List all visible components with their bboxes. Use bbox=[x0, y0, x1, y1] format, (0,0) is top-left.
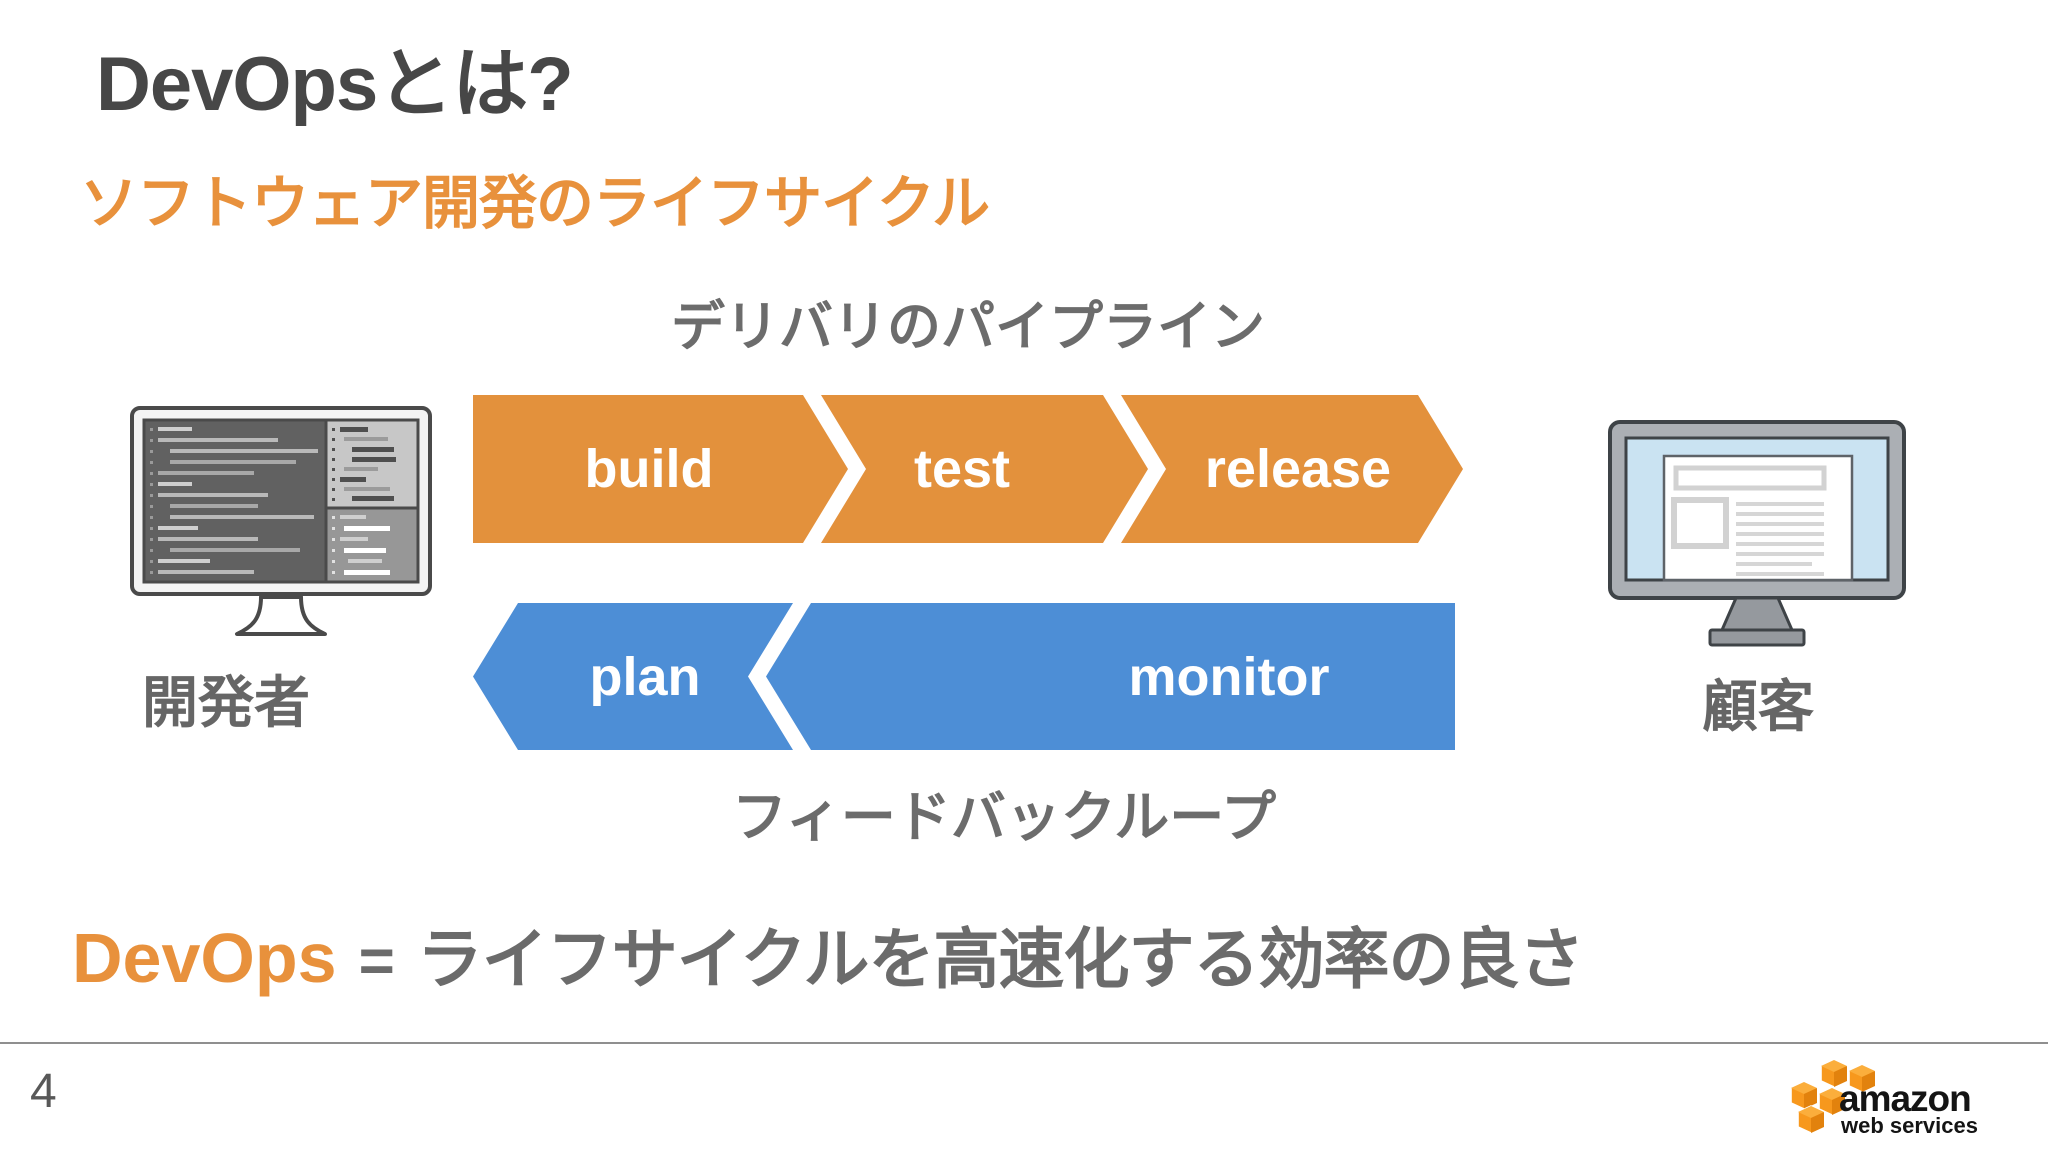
aws-boxes-icon bbox=[1790, 1059, 1876, 1134]
pipeline-step-test: test bbox=[913, 439, 1011, 499]
developer-label: 開発者 bbox=[142, 671, 310, 734]
devops-term: DevOps bbox=[72, 919, 337, 997]
equals-sign: = bbox=[358, 927, 395, 996]
delivery-pipeline-caption: デリバリのパイプライン bbox=[671, 297, 1265, 357]
pipeline-step-build: build bbox=[584, 439, 714, 499]
pipeline-step-release: release bbox=[1204, 439, 1392, 499]
section-heading: ソフトウェア開発のライフサイクル bbox=[80, 171, 990, 236]
definition-statement: DevOps = ライフサイクルを高速化する効率の良さ bbox=[72, 906, 1585, 1002]
feedback-loop-arrows: plan monitor bbox=[473, 603, 1455, 750]
aws-logo-webservices-text: web services bbox=[1840, 1113, 1978, 1136]
delivery-pipeline-arrows: build test release bbox=[473, 395, 1463, 543]
feedback-chevrons-graphic bbox=[473, 603, 1455, 750]
feedback-loop-caption: フィードバックループ bbox=[732, 786, 1276, 848]
aws-logo-amazon-text: amazon bbox=[1839, 1078, 1971, 1119]
pipeline-chevrons-graphic bbox=[473, 395, 1463, 543]
customer-computer-icon bbox=[1608, 420, 1906, 647]
feedback-step-plan: plan bbox=[589, 646, 701, 707]
aws-logo: amazon web services bbox=[1790, 1059, 1978, 1136]
developer-computer-icon bbox=[130, 406, 432, 636]
footer-divider bbox=[0, 1042, 2048, 1044]
feedback-step-monitor: monitor bbox=[1128, 646, 1330, 707]
page-number: 4 bbox=[30, 1065, 57, 1118]
customer-label: 顧客 bbox=[1702, 675, 1814, 738]
definition-text: ライフサイクルを高速化する効率の良さ bbox=[416, 922, 1585, 996]
page-title: DevOpsとは? bbox=[96, 42, 574, 127]
